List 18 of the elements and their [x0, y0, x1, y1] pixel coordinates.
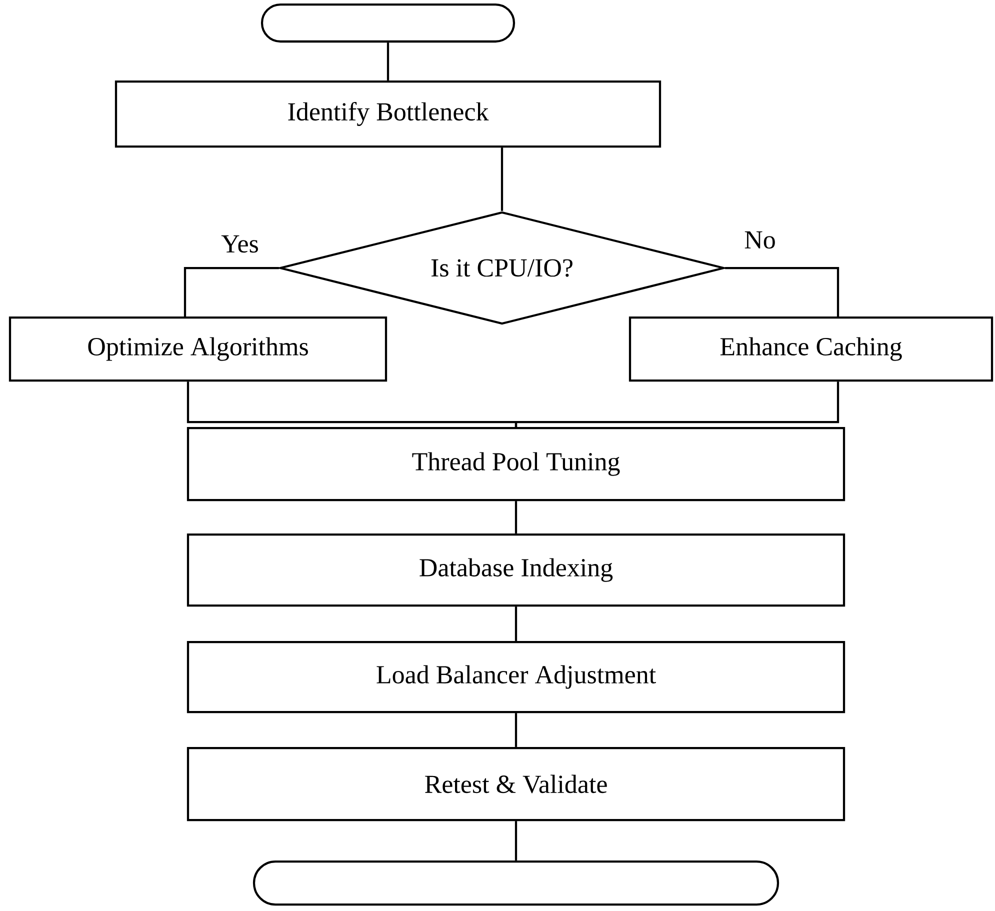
edge-label: No: [742, 230, 778, 250]
connector-line: [514, 606, 518, 641]
process-box: Enhance Caching: [628, 316, 994, 382]
process-box: Thread Pool Tuning: [186, 426, 846, 502]
connector-line: [725, 266, 840, 316]
process-box: Identify Bottleneck: [114, 80, 662, 148]
process-box: Database Indexing: [186, 533, 846, 607]
edge-label: Yes: [220, 234, 260, 254]
connector-line: [386, 42, 390, 80]
connector-line: [514, 501, 518, 534]
connector-line: [514, 382, 840, 427]
connector-line: [184, 266, 279, 316]
connector-line: [500, 148, 504, 211]
connector-line: [514, 713, 518, 747]
connector-line: [514, 821, 518, 860]
process-box: Optimize Algorithms: [8, 316, 388, 382]
process-box: Load Balancer Adjustment: [186, 640, 846, 714]
process-box: Retest & Validate: [186, 746, 846, 822]
